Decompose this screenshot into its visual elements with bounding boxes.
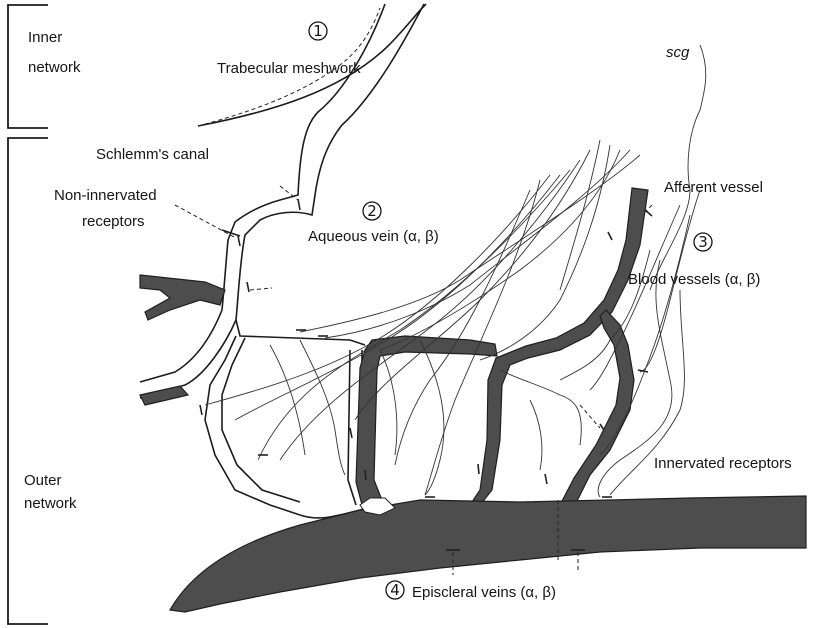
outer-network-label-line1: Outer	[24, 472, 62, 489]
blood-vessel-network	[170, 188, 806, 612]
inner-network-label-line1: Inner	[28, 29, 62, 46]
marker-3-number: 3	[698, 233, 708, 251]
scg-label: scg	[666, 44, 690, 61]
outer-network-bracket	[8, 138, 48, 624]
marker-2-number: 2	[367, 202, 377, 220]
non-innervated-label-line2: receptors	[82, 213, 145, 230]
outer-network-label-line2: network	[24, 495, 77, 512]
blood-vessels-label: Blood vessels (α, β)	[628, 271, 760, 288]
aqueous-vein	[140, 4, 424, 518]
left-dark-lower	[140, 386, 188, 405]
trabecular-meshwork-label: Trabecular meshwork	[217, 60, 361, 77]
receptor-ticks	[200, 199, 652, 550]
marker-3: 3	[694, 233, 712, 251]
inner-network-label-line2: network	[28, 59, 81, 76]
marker-4: 4	[386, 581, 404, 599]
innervated-receptors-label: Innervated receptors	[654, 455, 792, 472]
marker-2: 2	[363, 202, 381, 220]
marker-1-number: 1	[313, 22, 323, 40]
left-dark-branch	[140, 275, 225, 320]
schlemms-canal-label: Schlemm's canal	[96, 146, 209, 163]
non-innervated-label-line1: Non-innervated	[54, 187, 157, 204]
marker-1: 1	[309, 22, 327, 40]
aqueous-vein-label: Aqueous vein (α, β)	[308, 228, 439, 245]
episcleral-veins-label: Episcleral veins (α, β)	[412, 584, 556, 601]
afferent-vessel-label: Afferent vessel	[664, 179, 763, 196]
marker-4-number: 4	[390, 581, 400, 599]
